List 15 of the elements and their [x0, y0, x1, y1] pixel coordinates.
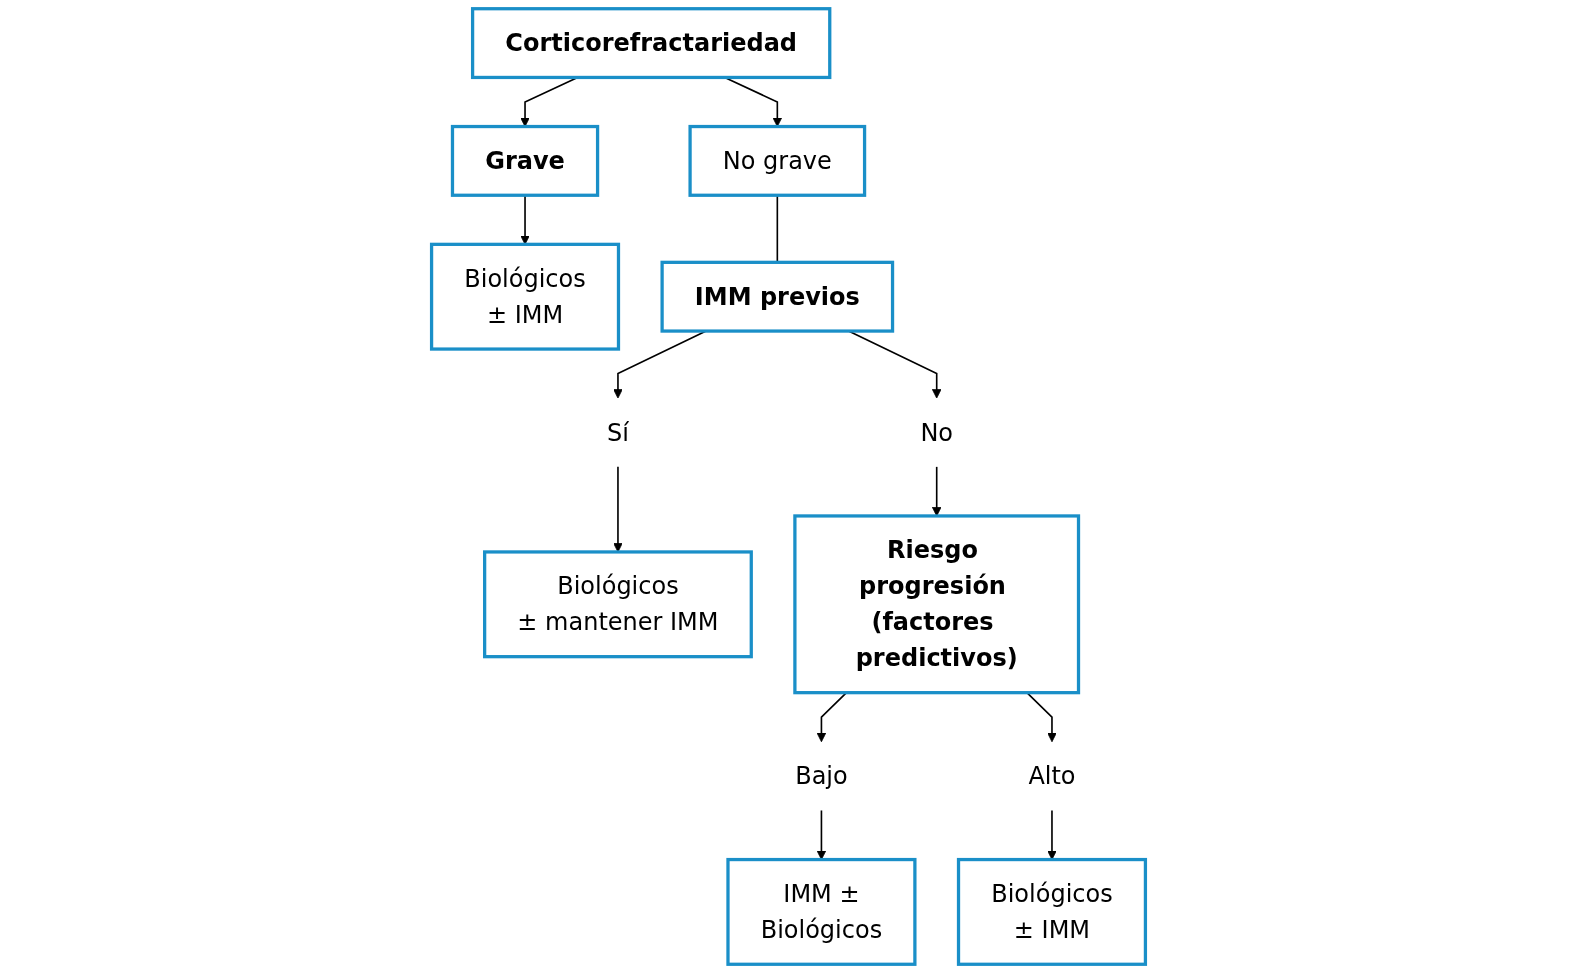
- node-text: Bajo: [795, 762, 848, 790]
- arrow: [816, 809, 827, 860]
- node-box: No grave: [688, 124, 867, 197]
- node-text: No: [920, 418, 954, 447]
- node-box: IMM previos: [660, 260, 895, 333]
- node-box: Biológicos ± mantener IMM: [483, 550, 753, 659]
- node-box: Corticorefractariedad: [470, 7, 832, 80]
- node-box: IMM ± Biológicos: [726, 857, 917, 966]
- node-box: Biológicos ± IMM: [429, 242, 621, 351]
- node-text: Sí: [607, 418, 629, 447]
- arrow: [1047, 809, 1057, 860]
- node-box: Grave: [450, 124, 600, 197]
- node-box: Biológicos ± IMM: [956, 857, 1148, 966]
- node-box: Riesgo progresión (factores predictivos): [793, 514, 1081, 695]
- node-text: Alto: [1028, 762, 1076, 790]
